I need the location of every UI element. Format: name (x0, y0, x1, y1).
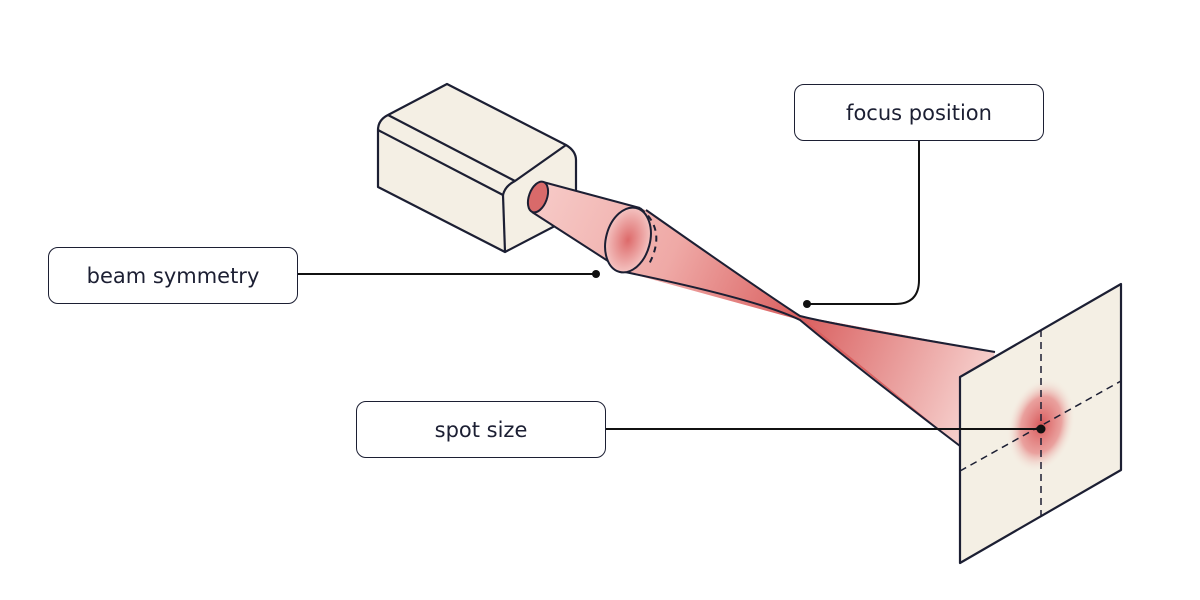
spot-size-text: spot size (434, 417, 528, 442)
focus-position-dot (803, 300, 811, 308)
crosshair-horizontal (959, 380, 1122, 472)
spot-size-label: spot size (356, 401, 606, 458)
target-screen (958, 282, 1123, 565)
beam-symmetry-label: beam symmetry (48, 247, 298, 304)
laser-source (376, 82, 578, 254)
beam-symmetry-dot (592, 270, 600, 278)
laser-beam (526, 180, 996, 447)
focus-position-text: focus position (846, 100, 992, 125)
focus-position-leader (807, 140, 920, 305)
focus-position-label: focus position (794, 84, 1044, 141)
beam-symmetry-text: beam symmetry (86, 263, 260, 288)
spot-size-dot (1036, 424, 1046, 434)
